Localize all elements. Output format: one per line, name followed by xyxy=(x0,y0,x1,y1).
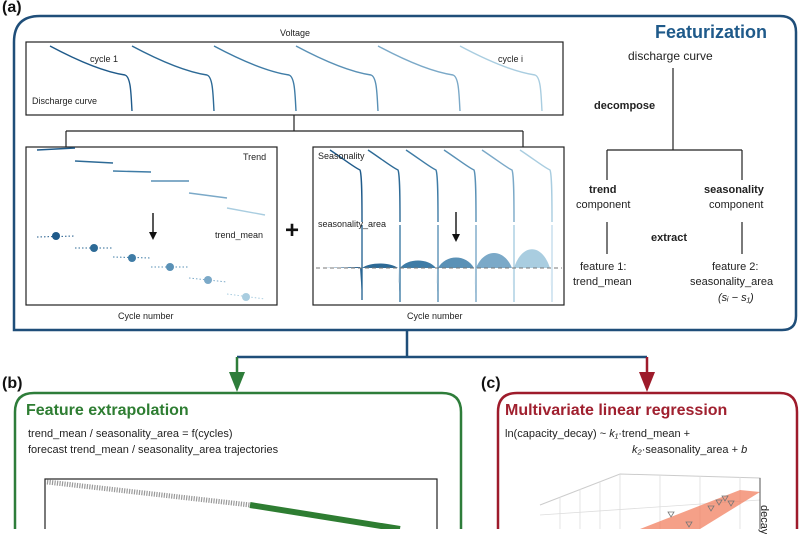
cycle-last-label: cycle i xyxy=(498,54,524,64)
seasonality-area-fills xyxy=(322,225,553,302)
extrapolation-border xyxy=(13,391,463,529)
feature2-line3: (sᵢ − s₁) xyxy=(718,292,754,304)
feature2-line2: seasonality_area xyxy=(690,276,774,288)
eq1-k1: k₁ xyxy=(609,428,619,440)
seasonality-xaxis-label: Cycle number xyxy=(407,311,463,321)
featurization-title: Featurization xyxy=(655,22,768,42)
extrapolation-line2: forecast trend_mean / seasonality_area t… xyxy=(28,444,279,456)
discharge-curve-caption: Discharge curve xyxy=(32,96,98,106)
flow-root: discharge curve xyxy=(628,49,713,63)
feature1-line2: trend_mean xyxy=(573,276,632,288)
voltage-axis-label: Voltage xyxy=(280,28,311,38)
regression-equation-line2: k₂·seasonality_area + b xyxy=(632,444,747,456)
flow-seasonality-sub: component xyxy=(709,199,764,211)
feature1-line1: feature 1: xyxy=(580,261,627,273)
extrapolation-line1: trend_mean / seasonality_area = f(cycles… xyxy=(28,428,233,440)
flow-decompose: decompose xyxy=(594,100,656,112)
extrapolation-title: Feature extrapolation xyxy=(26,402,189,419)
forecast-line xyxy=(249,502,401,529)
seasonality-plot-title: Seasonality xyxy=(318,151,365,161)
trend-plot-frame xyxy=(25,146,278,306)
plus-sign: + xyxy=(285,217,300,244)
flow-extract: extract xyxy=(651,232,688,244)
historical-markers xyxy=(46,479,251,508)
flow-tree xyxy=(606,68,743,254)
eq1-prefix: ln(capacity_decay) ~ xyxy=(505,428,610,440)
seasonality-curves xyxy=(329,149,553,223)
cycle-first-label: cycle 1 xyxy=(90,54,118,64)
panel-a-label: (a) xyxy=(2,0,22,16)
trend-mean-points xyxy=(36,232,266,301)
flow-trend-sub: component xyxy=(576,199,631,211)
eq2-k2: k₂ xyxy=(632,444,642,456)
eq2-b: b xyxy=(741,444,748,456)
trend-xaxis-label: Cycle number xyxy=(118,311,174,321)
eq1-suffix: ·trend_mean + xyxy=(618,428,691,440)
decompose-bracket xyxy=(65,115,524,147)
panel-c-label: (c) xyxy=(481,375,501,392)
trend-segments xyxy=(36,147,266,216)
seasonality-area-label: seasonality_area xyxy=(318,219,387,229)
panel-b-label: (b) xyxy=(2,375,23,392)
regression-title: Multivariate linear regression xyxy=(505,402,728,419)
eq2-suffix: ·seasonality_area + xyxy=(641,444,742,456)
extrapolation-plot-frame xyxy=(44,478,438,529)
discharge-curves xyxy=(49,45,543,112)
regression-3d-plot xyxy=(539,473,761,529)
flow-trend-bold: trend xyxy=(589,184,617,196)
featurization-border xyxy=(12,14,798,332)
regression-equation-line1: ln(capacity_decay) ~ k₁·trend_mean + xyxy=(505,428,690,440)
trend-mean-label: trend_mean xyxy=(215,230,264,240)
regression-border xyxy=(496,391,799,529)
seasonality-plot-frame xyxy=(312,146,565,306)
cycle-first-text: cycle 1 xyxy=(90,54,119,64)
trend-plot-title: Trend xyxy=(243,152,267,162)
flow-seasonality-bold: seasonality xyxy=(704,184,764,196)
a-to-bc-connector xyxy=(229,330,655,392)
regression-z-axis-label: decay xyxy=(758,505,770,534)
feature2-line1: feature 2: xyxy=(712,261,759,273)
